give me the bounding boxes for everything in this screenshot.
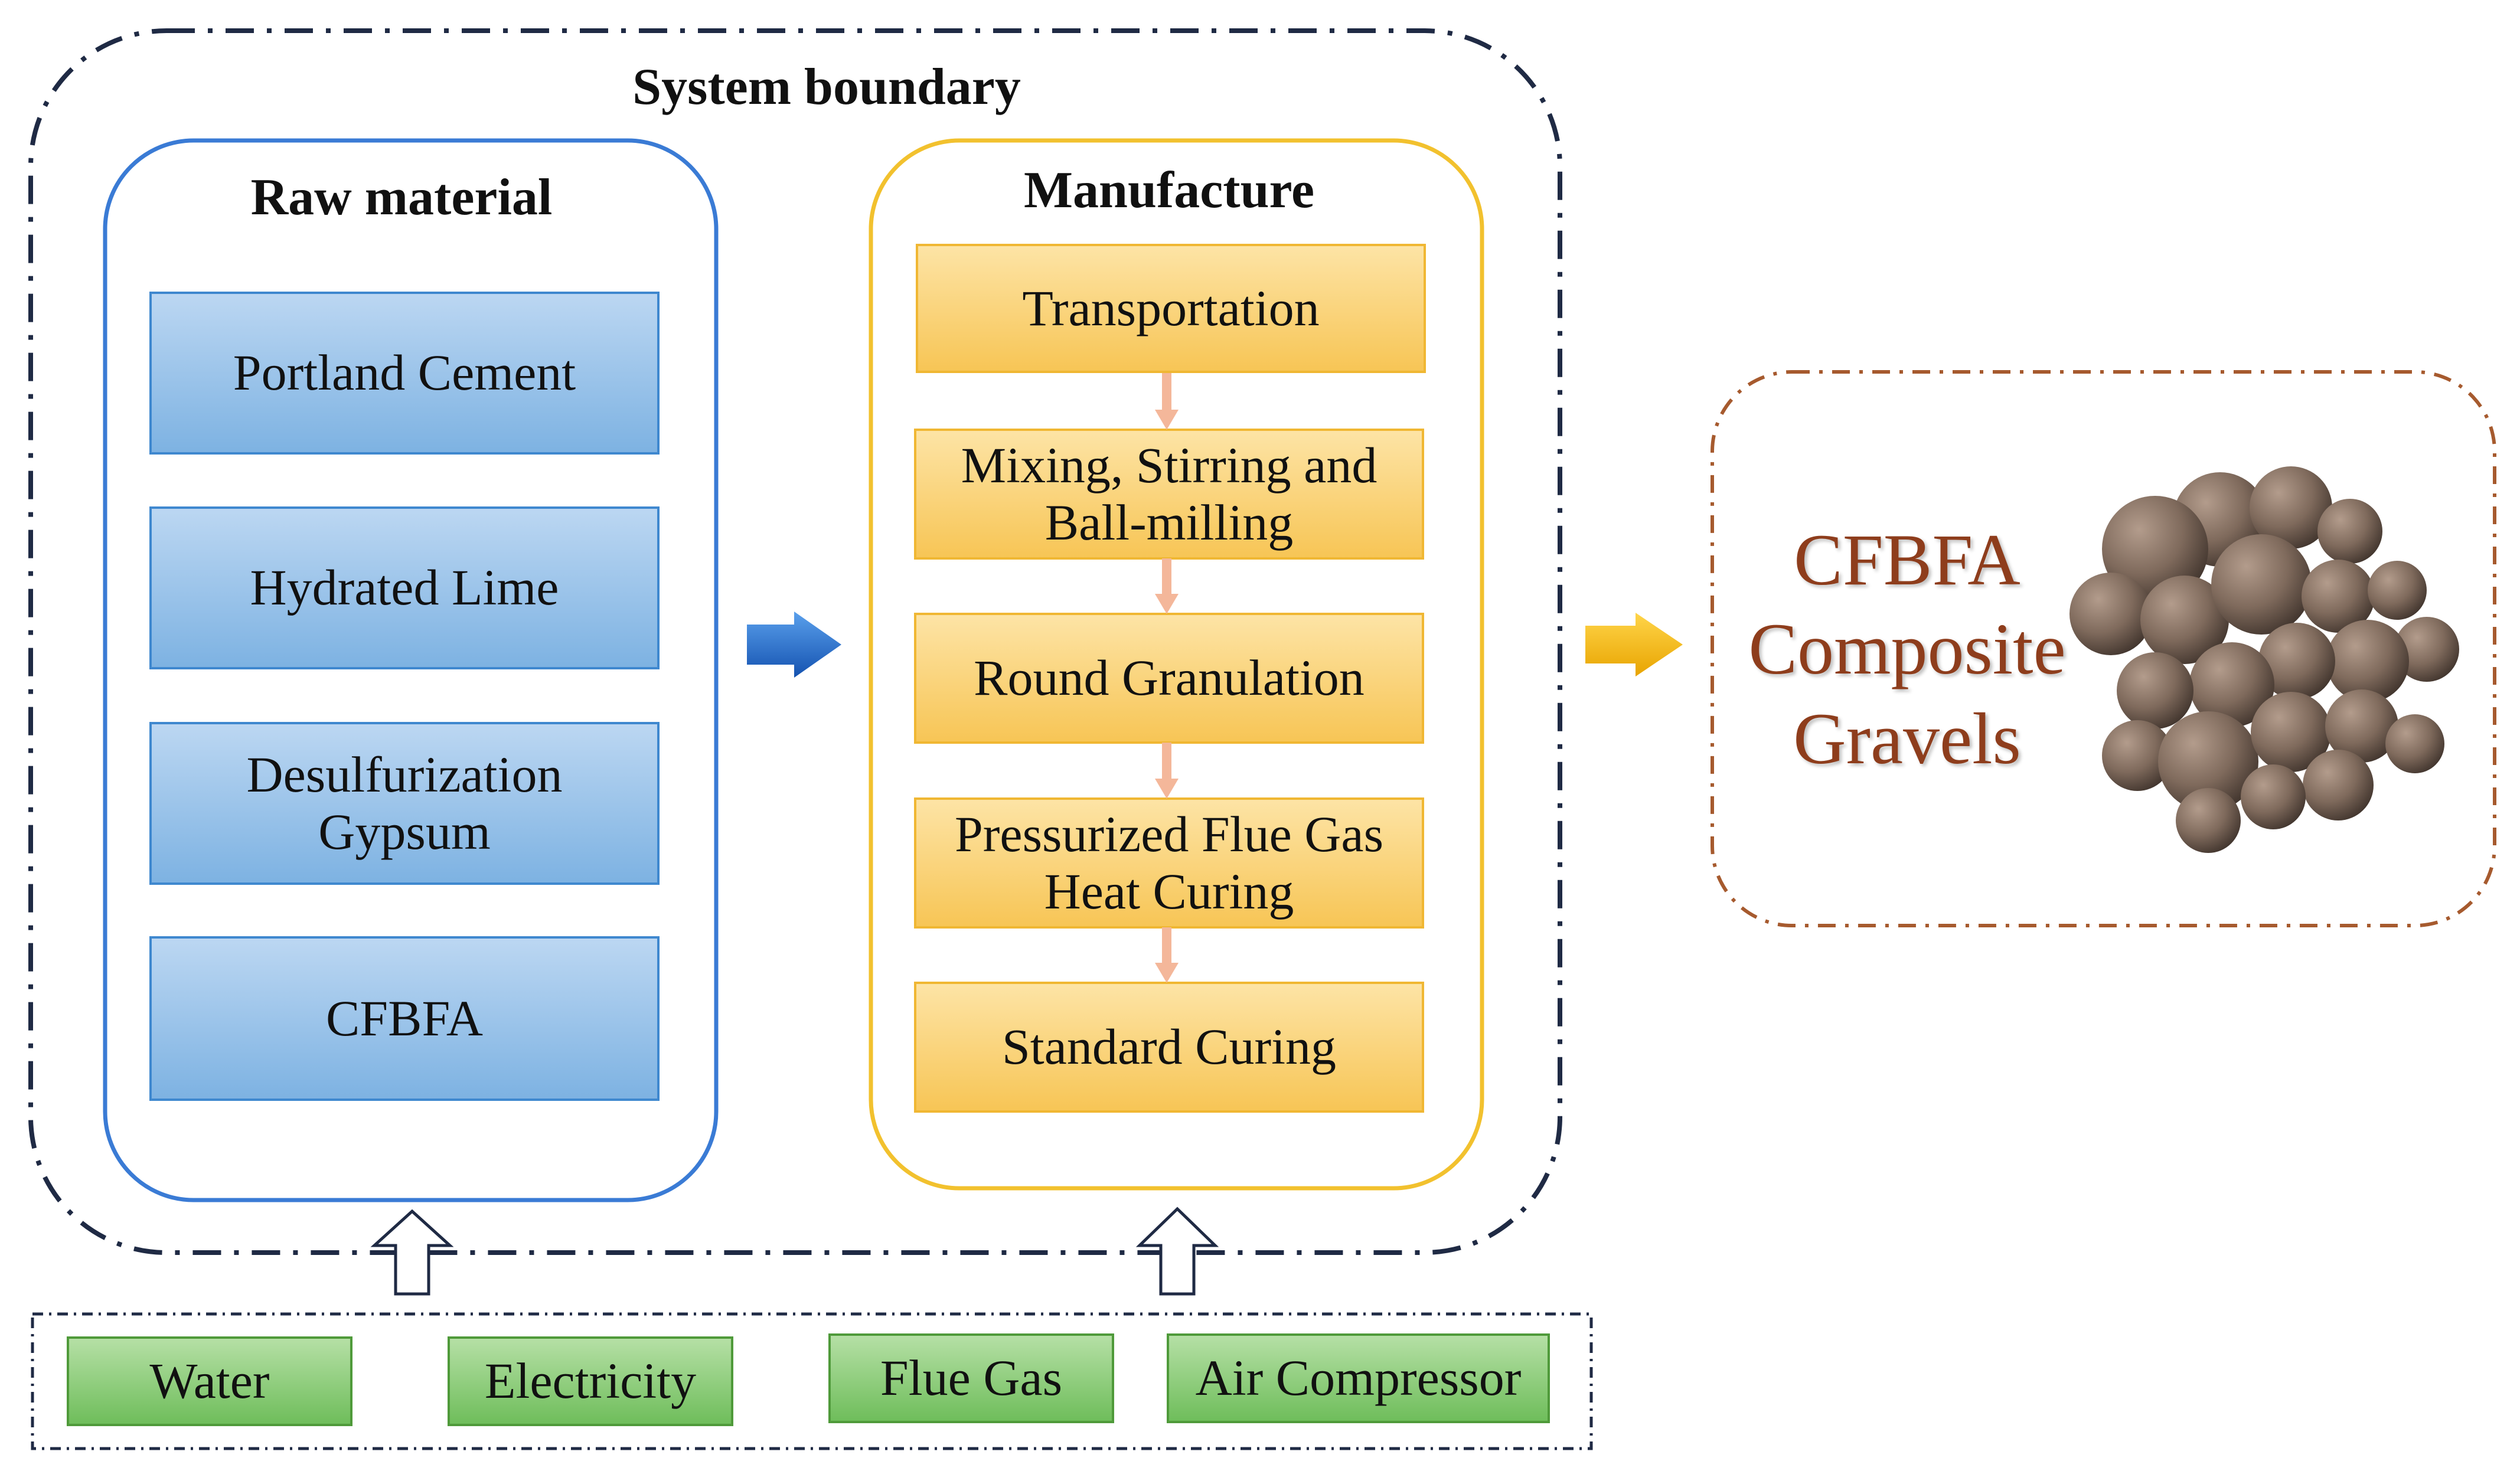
system-boundary-frame — [28, 28, 1562, 1255]
input-arrow-up-icon — [1135, 1207, 1219, 1296]
manufacture-step-box — [914, 613, 1424, 744]
raw-item-box — [149, 506, 660, 669]
step-arrow-icon — [1155, 373, 1179, 430]
raw-item-box — [149, 292, 660, 455]
manufacture-step-label: Round Granulation — [974, 649, 1365, 707]
step-arrow-icon — [1155, 558, 1179, 614]
manufacture-step-label: Standard Curing — [1001, 1018, 1337, 1076]
input-label: Electricity — [484, 1352, 697, 1410]
manufacture-step-label: Pressurized Flue Gas Heat Curing — [954, 805, 1384, 920]
product-label: CFBFA Composite Gravels — [1748, 519, 2066, 779]
input-arrow-up-icon — [370, 1209, 454, 1296]
input-label: Water — [149, 1352, 270, 1410]
inputs-frame — [31, 1312, 1593, 1450]
product-frame — [1711, 370, 2496, 927]
manufacture-step-label: Transportation — [1022, 279, 1320, 336]
output-arrow-icon — [1585, 613, 1683, 676]
raw-item-label: Portland Cement — [233, 344, 576, 401]
manufacture-step-box — [914, 797, 1424, 929]
input-box — [1167, 1333, 1550, 1423]
manufacture-step-box — [914, 982, 1424, 1113]
system-boundary-title: System boundary — [632, 58, 1021, 116]
gravel-pellets-image — [2069, 466, 2459, 853]
step-arrow-icon — [1155, 927, 1179, 983]
input-box — [828, 1333, 1114, 1423]
manufacture-frame — [869, 138, 1484, 1191]
raw-material-frame — [103, 138, 719, 1202]
step-arrow-icon — [1155, 743, 1179, 799]
raw-item-label: Hydrated Lime — [250, 559, 559, 616]
raw-item-box — [149, 722, 660, 885]
raw-item-label: Desulfurization Gypsum — [246, 746, 563, 860]
manufacture-step-box — [916, 244, 1426, 373]
manufacture-step-label: Mixing, Stirring and Ball-milling — [961, 436, 1377, 551]
raw-item-box — [149, 936, 660, 1101]
raw-item-label: CFBFA — [325, 989, 484, 1047]
input-label: Air Compressor — [1195, 1349, 1522, 1407]
input-box — [67, 1336, 352, 1426]
input-label: Flue Gas — [880, 1349, 1063, 1407]
raw-material-title: Raw material — [250, 169, 553, 227]
input-box — [448, 1336, 733, 1426]
manufacture-title: Manufacture — [1023, 162, 1315, 220]
flow-arrow-icon — [747, 612, 841, 678]
